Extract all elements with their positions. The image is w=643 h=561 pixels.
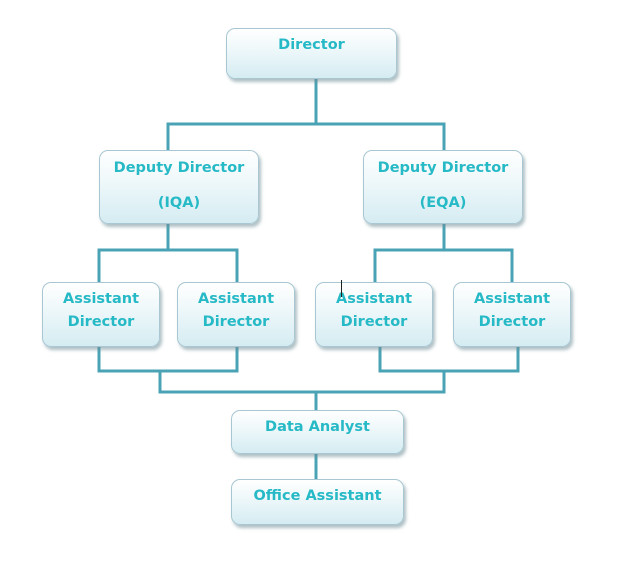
node-assistant-director-4: Assistant Director: [453, 282, 571, 347]
node-assistant-director-1: Assistant Director: [42, 282, 160, 347]
node-office-assistant: Office Assistant: [231, 479, 404, 525]
node-office-assistant-label: Office Assistant: [253, 488, 382, 504]
node-data-analyst-label: Data Analyst: [265, 419, 370, 435]
connector-eqa-to-assistants: [373, 223, 514, 285]
text-cursor: [341, 280, 342, 297]
node-director: Director: [226, 28, 397, 79]
node-assistant-4-line1: Assistant: [473, 291, 551, 307]
node-assistant-3-line2: Director: [340, 314, 408, 330]
node-assistant-2-line2: Director: [202, 314, 270, 330]
connector-iqa-to-assistants: [97, 223, 239, 285]
node-deputy-eqa-title: Deputy Director: [377, 160, 509, 176]
node-assistant-1-line2: Director: [67, 314, 135, 330]
node-deputy-director-eqa: Deputy Director (EQA): [363, 150, 523, 224]
node-assistant-3-line1: Assistant: [335, 291, 413, 307]
node-assistant-director-2: Assistant Director: [177, 282, 295, 347]
node-assistant-director-3: Assistant Director: [315, 282, 433, 347]
connector-iqa-assistants-merge: [97, 346, 239, 394]
node-assistant-2-line1: Assistant: [197, 291, 275, 307]
node-assistant-4-line2: Director: [478, 314, 546, 330]
node-deputy-eqa-unit: (EQA): [419, 195, 467, 211]
node-deputy-iqa-title: Deputy Director: [113, 160, 245, 176]
connector-to-data-analyst: [158, 390, 446, 412]
node-director-label: Director: [278, 37, 345, 53]
node-assistant-1-line1: Assistant: [62, 291, 140, 307]
node-deputy-iqa-unit: (IQA): [157, 195, 201, 211]
connector-eqa-assistants-merge: [378, 346, 520, 394]
connector-director-to-deputies: [166, 78, 446, 153]
node-data-analyst: Data Analyst: [231, 410, 404, 454]
node-deputy-director-iqa: Deputy Director (IQA): [99, 150, 259, 224]
